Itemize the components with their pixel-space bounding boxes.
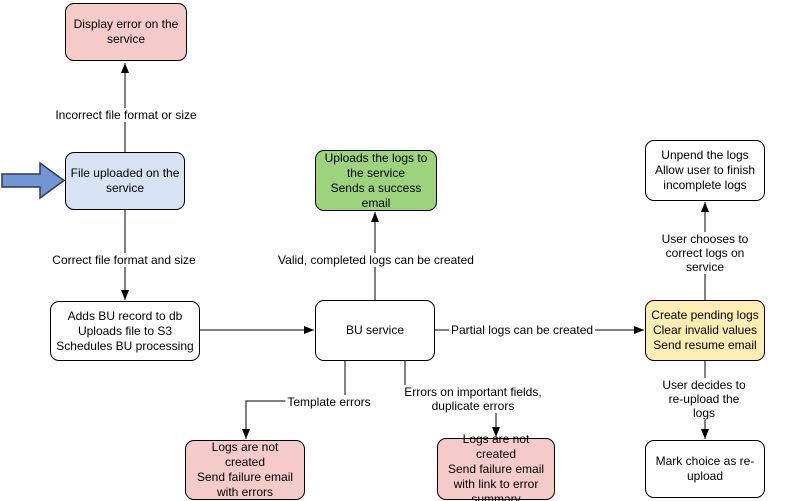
label-partial-logs: Partial logs can be created [448,323,596,337]
node-adds-bu-record: Adds BU record to db Uploads file to S3 … [50,301,200,361]
node-bu-service: BU service [315,300,435,361]
label-important-field-errors: Errors on important fields, duplicate er… [402,385,544,413]
node-uploads-logs-success: Uploads the logs to the service Sends a … [315,150,437,211]
node-display-error: Display error on the service [65,3,187,61]
label-template-errors: Template errors [285,395,373,409]
node-create-pending-logs: Create pending logs Clear invalid values… [645,300,765,361]
node-logs-not-created-errors: Logs are not created Send failure email … [185,440,305,500]
node-unpend-logs: Unpend the logs Allow user to finish inc… [645,140,765,201]
node-logs-not-created-summary: Logs are not created Send failure email … [437,432,555,501]
label-user-corrects-on-service: User chooses to correct logs on service [657,232,753,274]
label-incorrect-file-format: Incorrect file format or size [53,108,199,122]
label-user-reuploads: User decides to re-upload the logs [655,378,753,420]
node-mark-choice-reupload: Mark choice as re- upload [645,440,765,498]
node-file-uploaded: File uploaded on the service [65,152,185,210]
label-correct-file-format: Correct file format and size [50,253,198,267]
label-valid-completed-logs: Valid, completed logs can be created [276,253,476,267]
entry-arrow-icon [1,161,66,200]
